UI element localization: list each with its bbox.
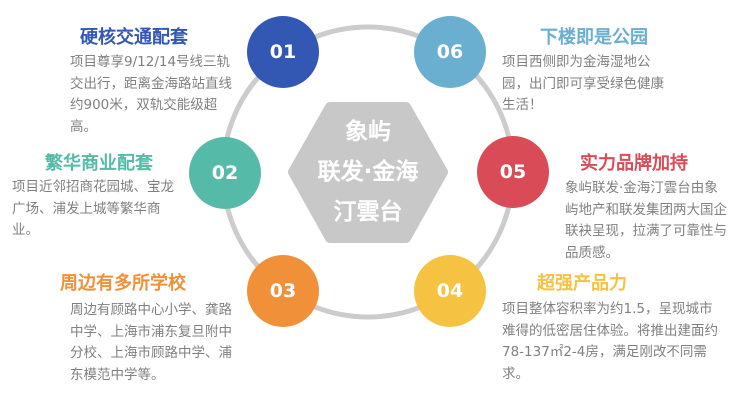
center-title: 象屿 联发·金海 汀雲台 (293, 112, 443, 232)
item-title-01: 硬核交通配套 (80, 27, 188, 48)
item-title-06: 下楼即是公园 (540, 27, 648, 48)
center-title-line2: 联发·金海 (317, 159, 419, 185)
item-body-01: 项目尊享9/12/14号线三轨交出行，距离金海路站直线约900米，双轨交能级超高… (70, 54, 232, 135)
item-title-02: 繁华商业配套 (45, 153, 153, 174)
center-title-line1: 象屿 (345, 119, 391, 145)
item-title-05: 实力品牌加持 (580, 153, 688, 174)
item-title-04: 超强产品力 (537, 273, 627, 294)
item-body-05: 象屿联发·金海汀雲台由象屿地产和联发集团两大国企联袂呈现，拉满了可靠性与品质感。 (565, 180, 727, 261)
center-title-line3: 汀雲台 (333, 199, 403, 225)
number-badge-02: 02 (189, 137, 261, 209)
number-badge-01: 01 (247, 16, 319, 88)
number-badge-04: 04 (414, 255, 486, 327)
item-body-03: 周边有顾路中心小学、龚路中学、上海市浦东复旦附中分校、上海市顾路中学、浦东模范中… (70, 302, 232, 383)
number-badge-03: 03 (247, 255, 319, 327)
item-title-03: 周边有多所学校 (60, 273, 186, 294)
center-hexagon (288, 102, 448, 243)
number-badge-06: 06 (414, 16, 486, 88)
item-body-06: 项目西侧即为金海湿地公园，出门即可享受绿色健康生活！ (502, 54, 664, 113)
item-body-02: 项目近邻招商花园城、宝龙广场、浦发上城等繁华商业。 (12, 179, 174, 238)
number-badge-05: 05 (477, 136, 549, 208)
item-body-04: 项目整体容积率为约1.5，呈现城市难得的低密居住体验。将推出建面约78-137㎡… (502, 301, 718, 382)
